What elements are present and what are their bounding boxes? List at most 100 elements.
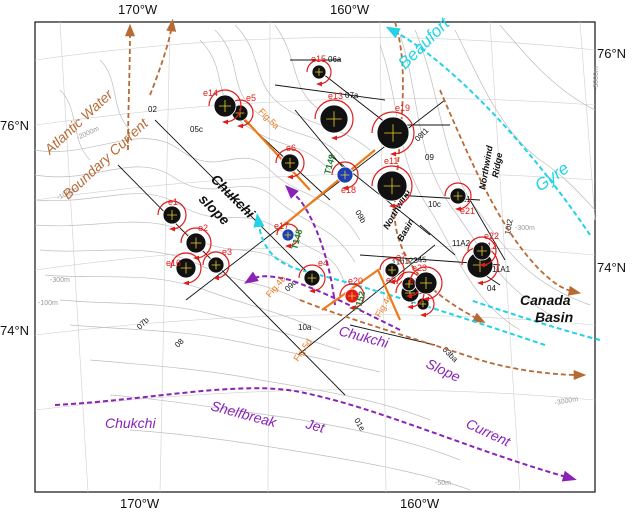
depth-label: -300m (515, 225, 535, 232)
eddy-label: e22 (484, 231, 499, 241)
eddy-center-cross (340, 170, 350, 180)
eddy-e14: e14 (203, 88, 242, 125)
eddy-label: e16 (166, 258, 181, 268)
tick-label-right: 74°N (597, 260, 626, 275)
eddy-center-cross (315, 68, 323, 76)
eddy-center-cross (477, 246, 487, 256)
figure-section-lines (237, 111, 402, 321)
eddy-center-cross (419, 300, 427, 308)
tick-label-bottom: 160°W (400, 496, 440, 511)
eddy-label: e7 (396, 252, 406, 262)
eddy-rotation-arrow (306, 59, 332, 87)
region-label-northwind-ridge-2: Ridge (490, 152, 504, 178)
transect-label: 11A2 (452, 239, 471, 248)
eddy-center-cross (405, 280, 413, 288)
eddy-rotation-arrow (208, 89, 242, 125)
eddy-label: e9 (386, 275, 396, 285)
eddy-rotation-arrow (180, 227, 212, 261)
eddy-center-cross (284, 231, 292, 239)
tick-label-bottom: 170°W (120, 496, 160, 511)
eddy-rotation-arrow (157, 200, 187, 232)
eddy-e22: e22 (467, 231, 499, 268)
eddy-center-cross (190, 237, 202, 249)
eddy-label: e1 (168, 197, 178, 207)
eddy-label: e20 (348, 276, 363, 286)
eddy-e11: e11 (371, 156, 413, 209)
eddy-label: e5 (246, 93, 256, 103)
eddy-label: e21 (460, 206, 475, 216)
eddy-e23: e23 (409, 263, 443, 302)
eddy-rotation-arrow (170, 252, 202, 286)
eddy-e13: e13 (314, 91, 354, 141)
eddy-e1: e1 (157, 197, 187, 232)
tick-label-top: 160°W (330, 2, 370, 17)
eddy-center-cross (384, 124, 402, 142)
eddy-e17: e17 (274, 221, 300, 249)
chukchi-slope-current (54, 185, 577, 482)
eddy-rotation-arrow (202, 251, 230, 281)
eddy-e16: e16 (166, 252, 202, 286)
transect-label: 10t2 (503, 218, 515, 235)
eddy-label: e4 (318, 258, 328, 268)
beaufort-gyre-current (253, 26, 601, 346)
eddy-label: e14 (203, 88, 218, 98)
depth-label: -300m (50, 277, 70, 284)
eddy-label: e2 (198, 223, 208, 233)
eddy-label: e13 (328, 91, 343, 101)
transect-label: 10c (428, 200, 441, 209)
tick-label-right: 76°N (597, 46, 626, 61)
eddy-center-cross (167, 210, 177, 220)
depth-label: -100m (38, 300, 58, 307)
eddy-rotation-arrow (275, 148, 305, 180)
eddy-e6: e6 (275, 143, 305, 180)
eddy-e3: e3 (202, 247, 232, 281)
eddy-rotation-arrow (276, 223, 300, 249)
eddy-rotation-arrow (467, 236, 497, 268)
eddy-center-cross (453, 191, 463, 201)
eddy-label: e3 (222, 247, 232, 257)
eddy-center-cross (326, 111, 342, 127)
eddy-e7: e7 (379, 252, 406, 285)
eddy-rotation-arrow (444, 182, 472, 212)
eddy-label: e23 (412, 263, 427, 273)
transect-label: 06a (328, 55, 342, 64)
eddy-center-cross (180, 262, 192, 274)
current-label-jet: Jet (303, 415, 327, 436)
eddy-rotation-arrow (298, 264, 326, 294)
eddy-label: e6 (286, 143, 296, 153)
eddy-e4: e4 (298, 258, 328, 294)
transect-label: 04 (487, 284, 496, 293)
eddy-label: e17 (274, 221, 289, 231)
eddy-e18: e18 (331, 161, 359, 195)
eddy-e19: e19 (371, 103, 415, 157)
eddy-label: e11 (384, 156, 398, 166)
tick-label-left: 74°N (0, 323, 29, 338)
transect-label: 09 (425, 153, 434, 162)
transect-label: 05c (190, 125, 203, 134)
eddy-e15: e15 (306, 54, 332, 87)
eddy-rotation-arrow (409, 266, 443, 302)
eddy-label: e15 (311, 54, 326, 64)
eddy-center-cross (285, 158, 295, 168)
current-label-chukchi: Chukchi (105, 415, 156, 431)
depth-label: -3000m (593, 66, 600, 90)
eddy-rotation-arrow (371, 165, 413, 209)
eddy-rotation-arrow (379, 257, 405, 285)
transect-label: 10a (298, 323, 312, 332)
eddy-markers: e1e2e3e4e5e6e7e8e9e10e11e12e13e14e15e16e… (157, 54, 499, 318)
eddy-center-cross (218, 99, 232, 113)
eddy-e20: e20 (339, 276, 365, 311)
eddy-label: e19 (395, 103, 410, 113)
eddy-center-cross (419, 276, 433, 290)
transect-label: 07a (345, 91, 359, 100)
depth-label: -50m (435, 480, 451, 487)
eddy-center-cross (211, 260, 221, 270)
eddy-rotation-arrow (314, 99, 354, 141)
graticule (34, 21, 596, 493)
eddy-center-cross (348, 292, 356, 300)
region-label-canada: Canada (520, 292, 571, 308)
eddy-rotation-arrow (371, 111, 415, 157)
eddy-rotation-arrow (331, 161, 359, 191)
eddy-rotation-arrow (339, 283, 365, 311)
tick-label-top: 170°W (118, 2, 158, 17)
